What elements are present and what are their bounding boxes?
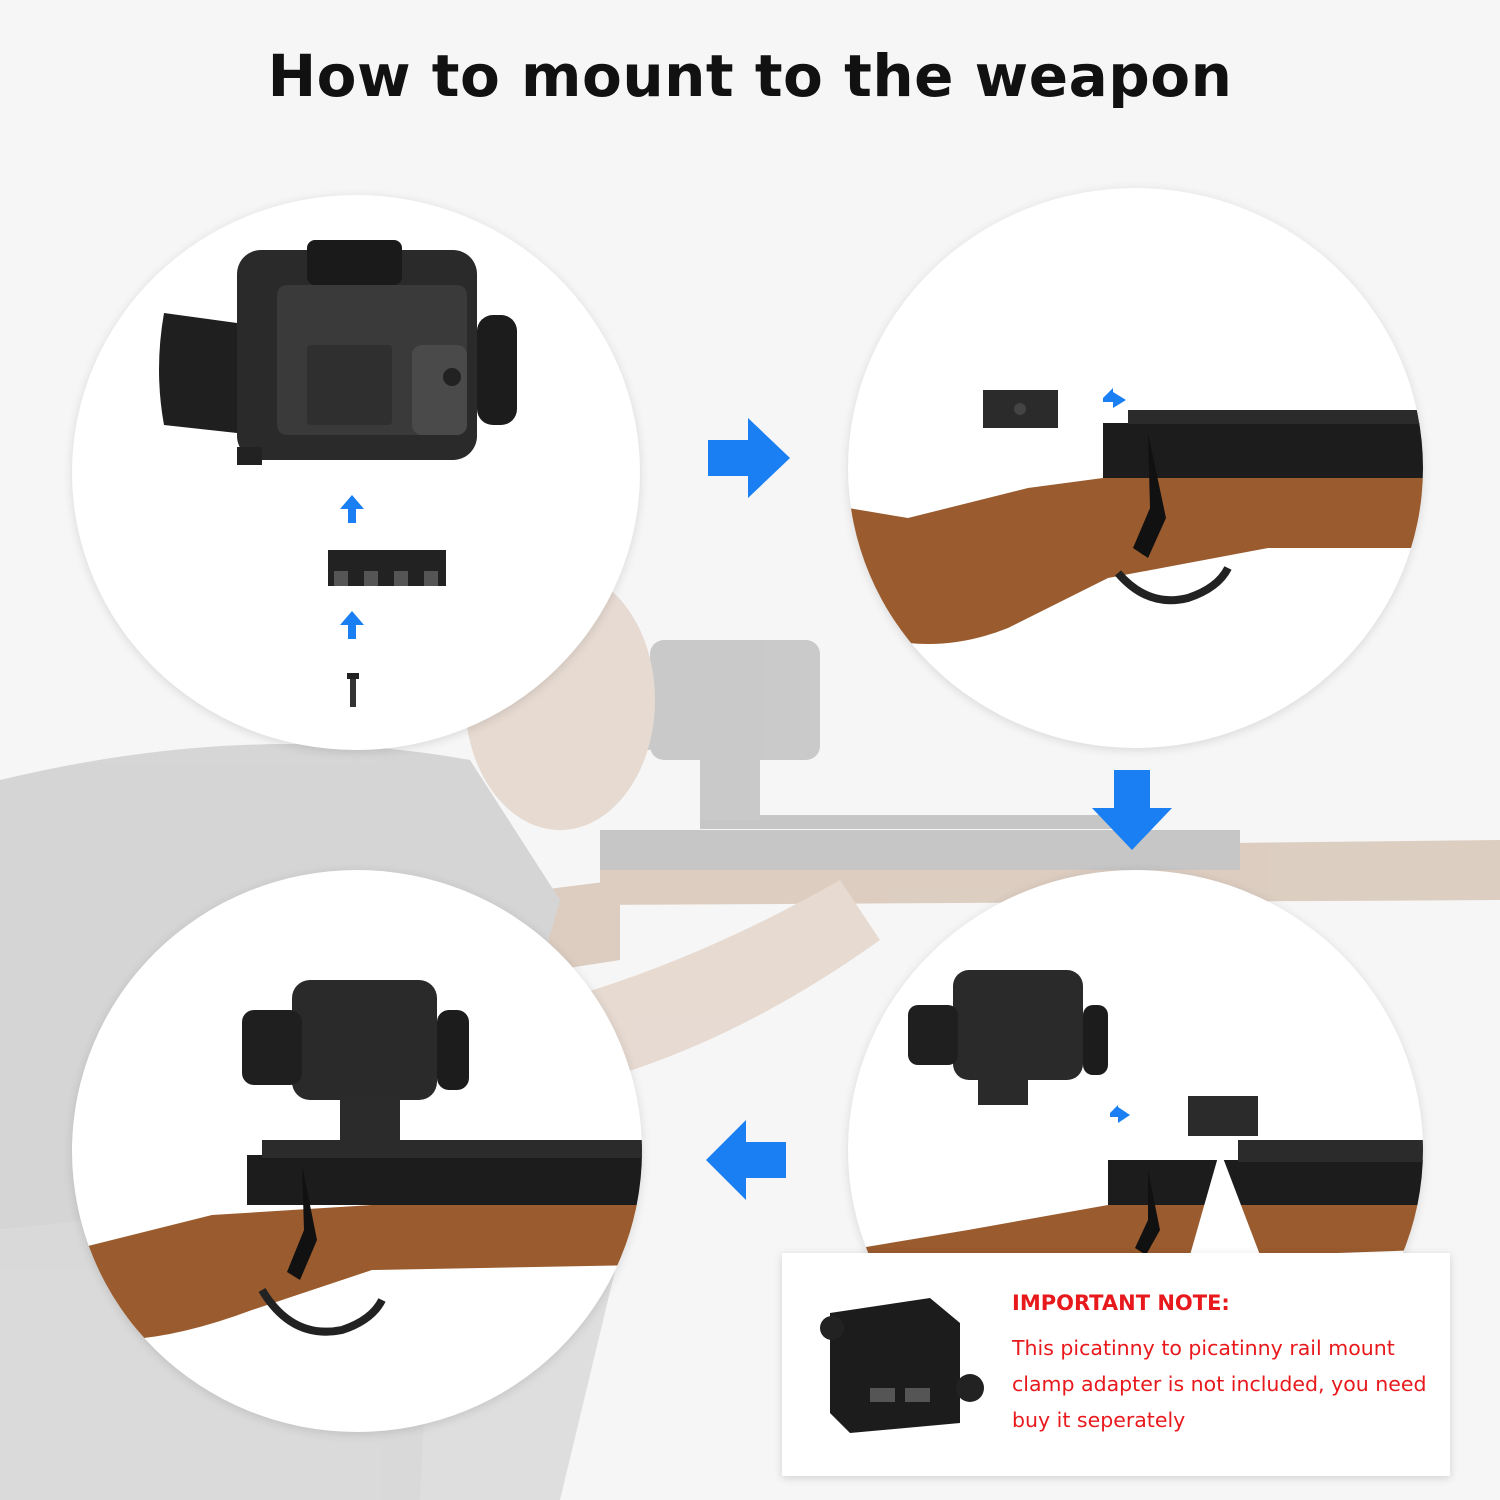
step2-circle bbox=[848, 188, 1423, 748]
rifle-with-rail-image bbox=[848, 388, 1423, 644]
page-title: How to mount to the weapon bbox=[267, 42, 1233, 110]
arrow-up-icon bbox=[340, 611, 364, 639]
rifle-with-mounted-device-image bbox=[72, 980, 642, 1340]
note-body-text: This picatinny to picatinny rail mount c… bbox=[1012, 1336, 1427, 1432]
arrow-right-icon bbox=[1103, 388, 1126, 408]
callout-pointer bbox=[1190, 1150, 1260, 1255]
note-heading: IMPORTANT NOTE: bbox=[1012, 1291, 1230, 1315]
rail-clamp-adapter-image bbox=[820, 1298, 984, 1433]
arrow-left-icon bbox=[706, 1120, 786, 1200]
arrow-right-icon bbox=[708, 418, 790, 498]
arrow-up-icon bbox=[340, 495, 364, 523]
arrow-down-icon bbox=[1092, 770, 1172, 850]
night-vision-device-exploded-image bbox=[159, 240, 517, 707]
important-note-box: IMPORTANT NOTE: This picatinny to picati… bbox=[782, 1253, 1450, 1476]
step1-circle bbox=[72, 195, 640, 750]
step4-circle bbox=[72, 870, 642, 1432]
arrow-right-icon bbox=[1110, 1105, 1130, 1123]
